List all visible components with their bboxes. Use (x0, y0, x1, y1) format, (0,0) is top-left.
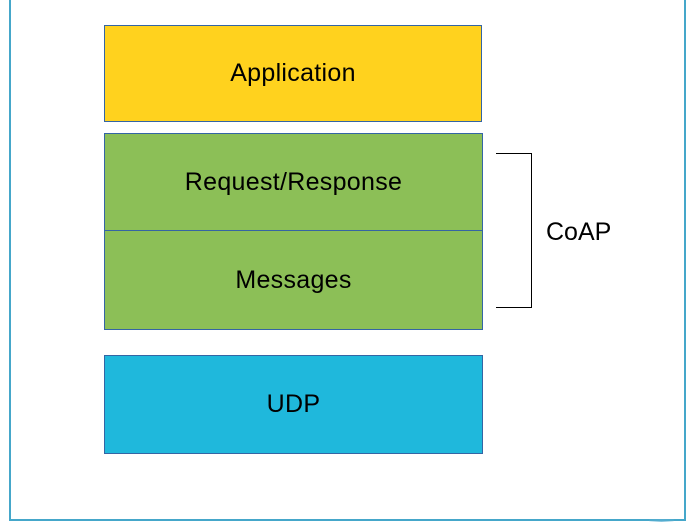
page-frame (9, 0, 686, 521)
request-response-section: Request/Response (105, 134, 482, 230)
application-layer-label: Application (230, 59, 356, 87)
udp-layer-label: UDP (266, 390, 321, 418)
application-layer-box: Application (104, 25, 482, 122)
coap-section-divider (105, 230, 482, 231)
coap-layer-group-box: Request/Response Messages (104, 133, 483, 330)
messages-label: Messages (235, 265, 352, 294)
request-response-label: Request/Response (184, 167, 403, 196)
coap-annotation-label: CoAP (546, 218, 612, 246)
udp-layer-box: UDP (104, 355, 483, 454)
coap-bracket (496, 153, 532, 308)
artifact-smudge (649, 519, 674, 522)
messages-section: Messages (105, 231, 482, 329)
